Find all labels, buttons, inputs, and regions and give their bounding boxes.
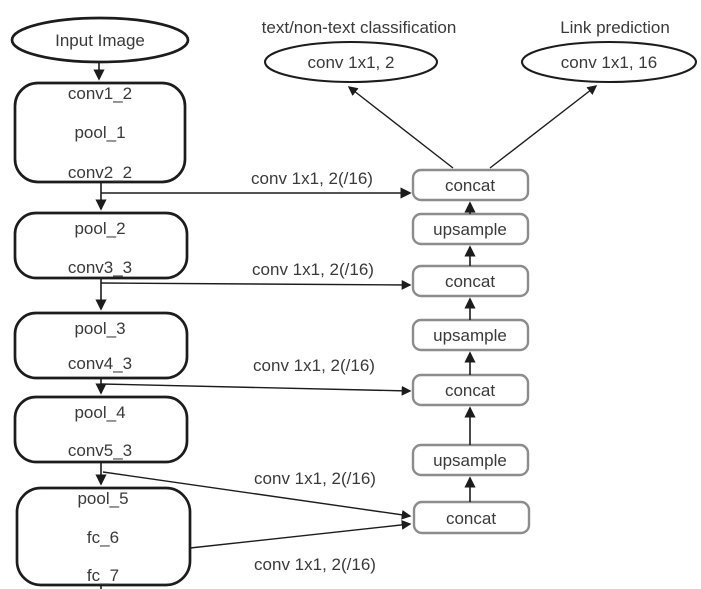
block5-row-pool_5: pool_5 [77,489,128,508]
block4-row-pool_4: pool_4 [74,403,125,422]
link-output-label: conv 1x1, 16 [561,53,657,72]
skip-label-4: conv 1x1, 2(/16) [254,469,376,488]
concat4-label: concat [446,509,496,528]
skip-edge-conv5_3-to-concat4 [102,471,412,520]
concat4-node [412,500,531,535]
upsample1-label: upsample [433,220,507,239]
skip-label-1: conv 1x1, 2(/16) [251,169,373,188]
cls-output-label: conv 1x1, 2 [308,53,395,72]
block1-row-pool_1: pool_1 [74,123,125,142]
upsample3-label: upsample [433,451,507,470]
block3-row-pool_3: pool_3 [74,319,125,338]
skip-edge-fc7-to-concat4 [189,520,412,549]
block3-row-conv4_3: conv4_3 [68,354,132,373]
block2-row-conv3_3: conv3_3 [68,258,132,277]
block5-row-fc_6: fc_6 [87,528,119,547]
edge-concat1-to-link-output [489,85,598,169]
block5-node [15,486,192,587]
classification-title: text/non-text classification [262,18,457,37]
skip-label-3: conv 1x1, 2(/16) [253,356,375,375]
block2-row-pool_2: pool_2 [74,219,125,238]
block4-row-conv5_3: conv5_3 [68,441,132,460]
upsample2-label: upsample [433,326,507,345]
edge-concat1-to-cls-output [347,86,454,169]
block1-row-conv2_2: conv2_2 [68,163,132,182]
cls-output-node [263,40,439,84]
link-prediction-title: Link prediction [560,18,670,37]
input-image-node [10,16,190,64]
concat2-label: concat [445,272,495,291]
block1-node [13,81,187,184]
link-output-node [520,40,698,84]
concat3-label: concat [445,381,495,400]
skip-edge-conv3_3-to-concat2 [100,280,412,290]
skip-edge-conv4_3-to-concat3 [100,383,412,396]
concat1-label: concat [445,176,495,195]
skip-label-2: conv 1x1, 2(/16) [252,260,374,279]
block1-row-conv1_2: conv1_2 [68,84,132,103]
concat1-node [411,168,530,202]
input-image-label: Input Image [55,31,145,50]
skip-label-5: conv 1x1, 2(/16) [254,555,376,574]
block5-row-fc_7: fc_7 [87,566,119,585]
